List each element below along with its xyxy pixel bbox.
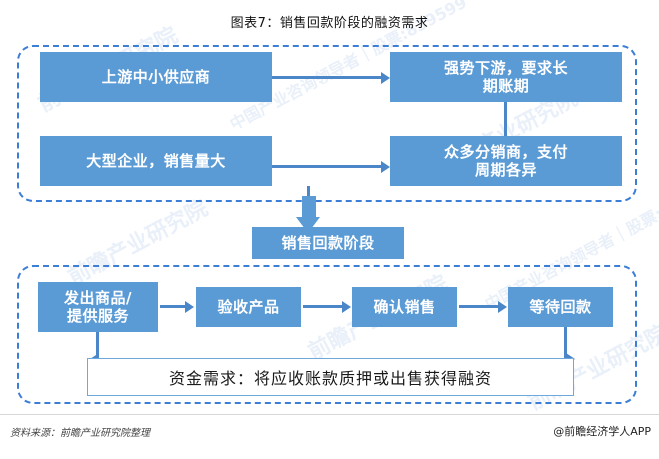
connector-downstream-stub bbox=[504, 102, 507, 136]
connector-top-to-stage bbox=[302, 196, 316, 218]
node-label: 上游中小供应商 bbox=[101, 67, 211, 86]
arrowhead-right bbox=[185, 300, 194, 313]
node-inspect-product[interactable]: 验收产品 bbox=[196, 287, 301, 327]
node-confirm-sale[interactable]: 确认销售 bbox=[352, 287, 457, 327]
top-dashed-panel bbox=[17, 45, 637, 202]
node-label: 大型企业，销售量大 bbox=[86, 151, 226, 170]
source-note: 资料来源：前瞻产业研究院整理 bbox=[10, 428, 150, 439]
node-sales-collection-stage[interactable]: 销售回款阶段 bbox=[252, 227, 404, 259]
node-large-enterprise[interactable]: 大型企业，销售量大 bbox=[40, 136, 272, 186]
connector-ship-drop bbox=[96, 332, 99, 360]
node-label-line1: 众多分销商，支付 bbox=[443, 142, 568, 161]
node-label: 等待回款 bbox=[529, 297, 592, 316]
node-strong-downstream[interactable]: 强势下游，要求长 期账期 bbox=[390, 52, 622, 102]
node-label-line1: 发出商品/ bbox=[64, 288, 132, 307]
node-many-distributors[interactable]: 众多分销商，支付 周期各异 bbox=[390, 136, 622, 186]
node-label-line1: 强势下游，要求长 bbox=[443, 58, 568, 77]
connector-wait-drop bbox=[564, 327, 567, 360]
node-label-line2: 提供服务 bbox=[66, 307, 129, 325]
node-label: 发出商品/ 提供服务 bbox=[64, 289, 132, 326]
node-label: 验收产品 bbox=[217, 297, 280, 316]
node-label: 销售回款阶段 bbox=[281, 233, 375, 252]
connector-confirm-to-wait bbox=[459, 305, 499, 308]
arrowhead-right bbox=[381, 160, 390, 173]
node-label: 强势下游，要求长 期账期 bbox=[444, 59, 568, 96]
node-label-line2: 期账期 bbox=[482, 77, 530, 95]
node-label: 众多分销商，支付 周期各异 bbox=[444, 143, 568, 180]
node-upstream-suppliers[interactable]: 上游中小供应商 bbox=[40, 52, 272, 102]
arrowhead-right bbox=[381, 71, 390, 84]
footer-divider bbox=[0, 414, 659, 415]
caption-text: 资金需求：将应收账款质押或出售获得融资 bbox=[168, 369, 492, 388]
node-label: 确认销售 bbox=[373, 297, 436, 316]
node-ship-goods[interactable]: 发出商品/ 提供服务 bbox=[38, 282, 158, 332]
connector-inspect-to-confirm bbox=[303, 305, 343, 308]
funding-demand-caption: 资金需求：将应收账款质押或出售获得融资 bbox=[87, 358, 574, 396]
arrowhead-right bbox=[498, 300, 507, 313]
bottom-dashed-panel bbox=[17, 265, 637, 404]
connector-enterprise-to-distributors bbox=[272, 165, 382, 168]
page-title: 图表7：销售回款阶段的融资需求 bbox=[230, 16, 429, 31]
connector-upstream-to-downstream bbox=[272, 76, 382, 79]
brand-note: @前瞻经济学人APP bbox=[553, 425, 651, 438]
connector-enterprise-stub bbox=[307, 186, 310, 198]
node-await-payment[interactable]: 等待回款 bbox=[508, 287, 613, 327]
arrowhead-right bbox=[342, 300, 351, 313]
connector-ship-to-inspect bbox=[160, 305, 186, 308]
node-label-line2: 周期各异 bbox=[474, 161, 537, 179]
